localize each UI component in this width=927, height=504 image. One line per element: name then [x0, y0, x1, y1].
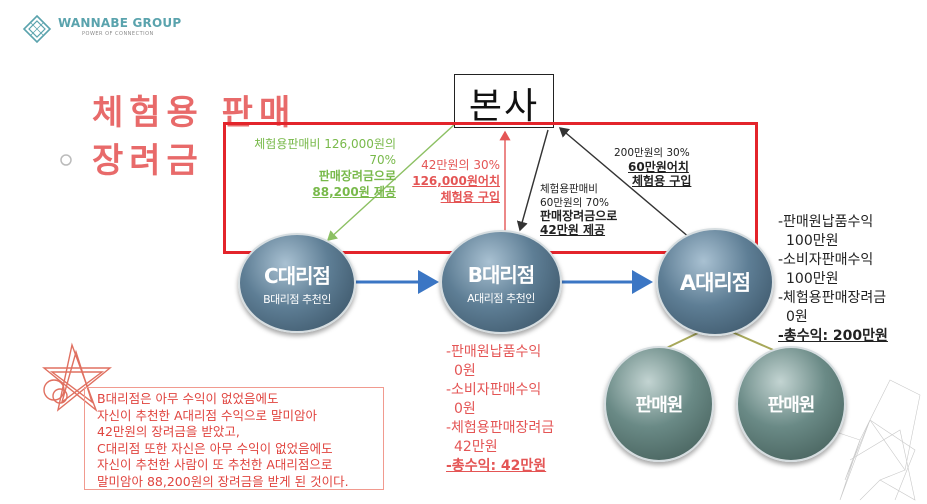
node-a-agency: A대리점: [656, 228, 774, 336]
note-a-purchase: 200만원의 30% 60만원어치 체험용 구입: [614, 146, 691, 188]
stat-line: -소비자판매수익: [446, 382, 542, 398]
b-agency-stats: -판매원납품수익 0원 -소비자판매수익 0원 -체험용판매장려금 42만원 -…: [446, 343, 554, 476]
note-line: 70%: [369, 153, 396, 167]
note-line: 200만원의 30%: [614, 147, 690, 159]
explanation-line: 자신이 추천한 사람이 또 추천한 A대리점으로: [97, 457, 333, 472]
node-c-agency: C대리점 B대리점 추천인: [238, 233, 356, 333]
explanation-line: 말미암아 88,200원의 장려금을 받게 된 것이다.: [97, 473, 349, 489]
a-agency-stats: -판매원납품수익 100만원 -소비자판매수익 100만원 -체험용판매장려금 …: [778, 213, 888, 346]
explanation-line: 자신이 추천한 A대리점 수익으로 말미암아: [97, 407, 317, 423]
star-doodle: [42, 342, 112, 413]
note-line: 42만원 제공: [540, 222, 606, 237]
node-a-name: A대리점: [679, 271, 751, 295]
slide-title-line2: 장려금: [92, 141, 204, 181]
stat-line: -소비자판매수익: [778, 252, 874, 268]
note-line: 체험용 구입: [632, 174, 692, 188]
note-c-incentive: 체험용판매비 126,000원의 70% 판매장려금으로 88,200원 제공: [236, 136, 396, 200]
note-line: 60만원어치: [628, 160, 689, 174]
network-decoration: [829, 379, 921, 501]
node-seller-1-name: 판매원: [635, 395, 684, 416]
note-line: 88,200원 제공: [312, 185, 396, 199]
note-b-incentive: 체험용판매비 60만원의 70% 판매장려금으로 42만원 제공: [540, 183, 617, 237]
wannabe-logo-icon: [22, 14, 52, 44]
stat-line: 100만원: [786, 233, 839, 249]
stat-total: -총수익: 42만원: [446, 458, 547, 474]
explanation-line: 42만원의 장려금을 받았고,: [97, 424, 240, 439]
stat-total: -총수익: 200만원: [778, 328, 888, 344]
arrow-hq-to-b: [516, 129, 549, 232]
node-b-agency: B대리점 A대리점 추천인: [440, 230, 562, 334]
stat-line: -판매원납품수익: [778, 214, 874, 230]
note-line: 126,000원어치: [412, 174, 500, 188]
punch-hole-mark: [60, 154, 72, 166]
node-c-name: C대리점: [264, 263, 331, 288]
arrow-a-to-hq: [558, 127, 691, 239]
explanation-line: B대리점은 아무 수익이 없었음에도: [97, 391, 279, 406]
node-seller-1: 판매원: [604, 346, 714, 462]
note-line: 체험용판매비 126,000원의: [254, 137, 396, 151]
brand-name: WANNABE GROUP: [58, 16, 182, 30]
brand-tagline: POWER OF CONNECTION: [82, 31, 154, 37]
note-line: 60만원의 70%: [540, 196, 610, 209]
note-line: 체험용판매비: [540, 183, 598, 195]
explanation-box: B대리점은 아무 수익이 없었음에도 자신이 추천한 A대리점 수익으로 말미암…: [84, 387, 384, 490]
note-b-purchase: 42만원의 30% 126,000원어치 체험용 구입: [404, 157, 500, 205]
stat-line: 100만원: [786, 271, 839, 287]
explanation-line: C대리점 또한 자신은 아무 수익이 없었음에도: [97, 440, 333, 456]
arrow-hq-to-c: [326, 123, 456, 241]
headquarters-label: 본사: [468, 86, 540, 127]
stat-line: 42만원: [454, 439, 498, 455]
slide-title-line1: 체험용 판매: [92, 93, 297, 133]
stat-line: -판매원납품수익: [446, 344, 542, 360]
node-c-sub: B대리점 추천인: [263, 292, 331, 306]
node-seller-2: 판매원: [736, 346, 846, 462]
node-b-sub: A대리점 추천인: [467, 291, 535, 305]
node-b-name: B대리점: [467, 262, 535, 287]
link-a-seller2: [731, 331, 779, 353]
stat-line: 0원: [786, 309, 808, 325]
stat-line: 0원: [454, 363, 476, 379]
note-line: 판매장려금으로: [318, 169, 396, 183]
note-line: 판매장려금으로: [540, 209, 618, 223]
stat-line: -체험용판매장려금: [778, 290, 887, 306]
note-line: 체험용 구입: [440, 190, 500, 204]
note-line: 42만원의 30%: [421, 158, 500, 172]
node-seller-2-name: 판매원: [767, 395, 816, 416]
headquarters-box: 본사: [454, 74, 554, 128]
stat-line: 0원: [454, 401, 476, 417]
stat-line: -체험용판매장려금: [446, 420, 555, 436]
